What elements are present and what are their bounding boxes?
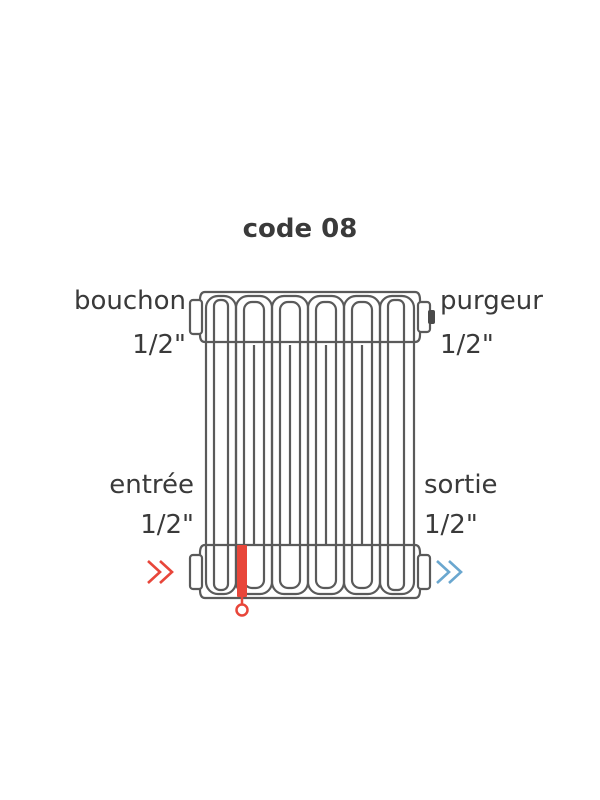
plug-bottom-right (416, 553, 432, 591)
purgeur-valve-icon (416, 300, 435, 334)
bottom-header (198, 543, 422, 600)
sortie-label: sortie (424, 470, 498, 500)
entree-label: entrée (109, 470, 194, 500)
purgeur-label: purgeur (440, 286, 543, 316)
radiator-column-6 (378, 294, 416, 596)
diagram-title: code 08 (242, 214, 358, 244)
purgeur-size: 1/2" (440, 330, 494, 360)
sortie-size: 1/2" (424, 510, 478, 540)
radiator-column-2-inner (242, 300, 266, 590)
plug-bottom-left (188, 553, 204, 591)
radiator-column-4-inner (314, 300, 338, 590)
plug-top-left (188, 298, 204, 336)
thermostatic-valve-icon (235, 545, 249, 617)
radiator-column-6-inner (386, 298, 406, 592)
radiator-column-3-inner (278, 300, 302, 590)
outlet-arrow-icon (436, 560, 463, 584)
radiator-column-1-inner (212, 298, 230, 592)
bouchon-size: 1/2" (132, 330, 186, 360)
entree-size: 1/2" (140, 510, 194, 540)
inlet-arrow-icon (147, 560, 174, 584)
bouchon-label: bouchon (73, 286, 186, 316)
radiator-column-1 (204, 294, 238, 596)
radiator-column-5-inner (350, 300, 374, 590)
